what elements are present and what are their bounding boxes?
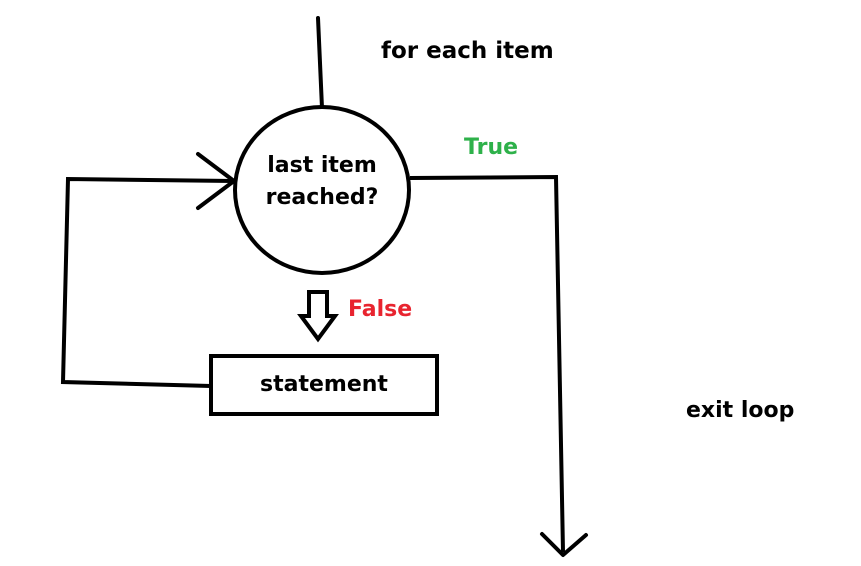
statement-label: statement: [260, 372, 388, 397]
decision-node: [233, 105, 411, 275]
true-branch-connector: [409, 174, 565, 553]
true-branch-label: True: [464, 135, 519, 160]
exit-arrowhead: [540, 532, 588, 557]
decision-label-line1: last item: [267, 153, 377, 178]
loop-title: for each item: [381, 38, 554, 64]
false-branch-label: False: [348, 297, 413, 322]
entry-connector: [316, 16, 324, 110]
exit-loop-label: exit loop: [686, 398, 795, 423]
false-branch-arrow: [297, 290, 339, 343]
decision-label-line2: reached?: [265, 185, 379, 210]
loop-back-arrowhead: [196, 152, 236, 210]
loop-back-connector: [60, 176, 235, 388]
decision-label: last item reached?: [240, 150, 404, 214]
statement-node: [209, 354, 439, 416]
